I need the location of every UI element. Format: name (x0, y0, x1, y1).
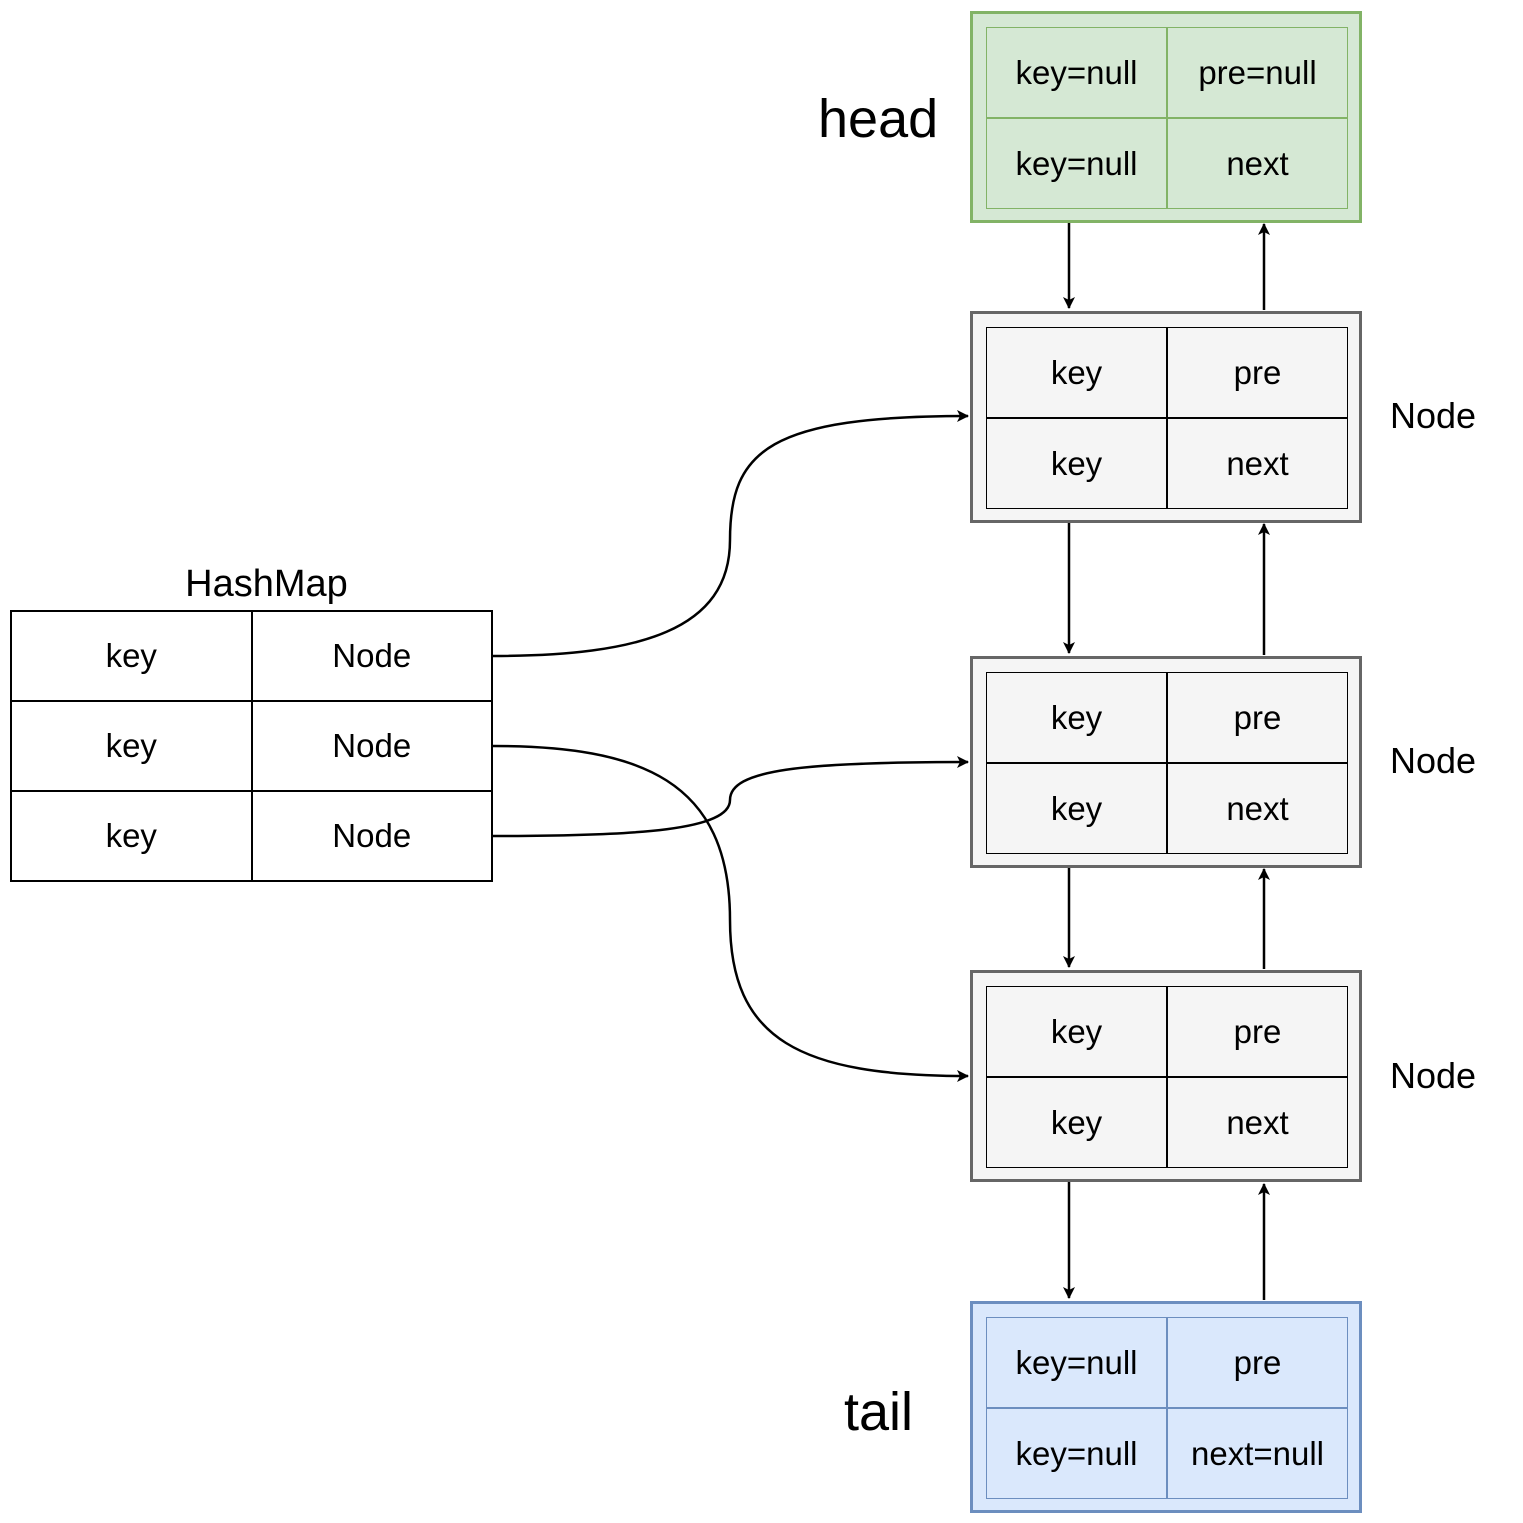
node-2-next-cell: next (1167, 763, 1348, 854)
hashmap-row-1-key: key (11, 611, 252, 701)
tail-next-cell: next=null (1167, 1408, 1348, 1499)
node-2-grid: key pre key next (986, 672, 1348, 854)
node-1-pre-cell: pre (1167, 327, 1348, 418)
tail-key-cell-2: key=null (986, 1408, 1167, 1499)
node-1-side-label: Node (1390, 395, 1477, 436)
head-label: head (818, 89, 939, 149)
node-2: key pre key next (970, 656, 1362, 868)
node-2-pre-cell: pre (1167, 672, 1348, 763)
node-2-side-label: Node (1390, 740, 1477, 781)
node-1-key-cell-2: key (986, 418, 1167, 509)
node-3-grid: key pre key next (986, 986, 1348, 1168)
hashmap-title: HashMap (185, 563, 348, 605)
tail-node-grid: key=null pre key=null next=null (986, 1317, 1348, 1499)
hashmap-table: key Node key Node key Node (10, 610, 493, 882)
node-1-next-cell: next (1167, 418, 1348, 509)
node-3: key pre key next (970, 970, 1362, 1182)
tail-key-cell: key=null (986, 1317, 1167, 1408)
head-next-cell: next (1167, 118, 1348, 209)
node-3-next-cell: next (1167, 1077, 1348, 1168)
node-3-key-cell: key (986, 986, 1167, 1077)
hashmap-row-2-node: Node (251, 701, 492, 791)
head-key-cell-2: key=null (986, 118, 1167, 209)
hashmap-row2-to-node3-curve (492, 744, 969, 1082)
node-3-pre-cell: pre (1167, 986, 1348, 1077)
node-1: key pre key next (970, 311, 1362, 523)
head-key-cell: key=null (986, 27, 1167, 118)
hashmap-row-1-node: Node (251, 611, 492, 701)
node-3-key-cell-2: key (986, 1077, 1167, 1168)
head-node: key=null pre=null key=null next (970, 11, 1362, 223)
node-2-key-cell: key (986, 672, 1167, 763)
hashmap-row1-to-node1-curve (492, 410, 969, 658)
tail-label: tail (844, 1382, 914, 1442)
hashmap-row3-to-node2-curve (492, 756, 969, 838)
hashmap-row-3-node: Node (251, 791, 492, 881)
hashmap-row-3-key: key (11, 791, 252, 881)
tail-pre-cell: pre (1167, 1317, 1348, 1408)
node-2-key-cell-2: key (986, 763, 1167, 854)
hashmap-row-2-key: key (11, 701, 252, 791)
node-3-side-label: Node (1390, 1055, 1477, 1096)
node-1-grid: key pre key next (986, 327, 1348, 509)
head-pre-cell: pre=null (1167, 27, 1348, 118)
node-1-key-cell: key (986, 327, 1167, 418)
head-node-grid: key=null pre=null key=null next (986, 27, 1348, 209)
tail-node: key=null pre key=null next=null (970, 1301, 1362, 1513)
